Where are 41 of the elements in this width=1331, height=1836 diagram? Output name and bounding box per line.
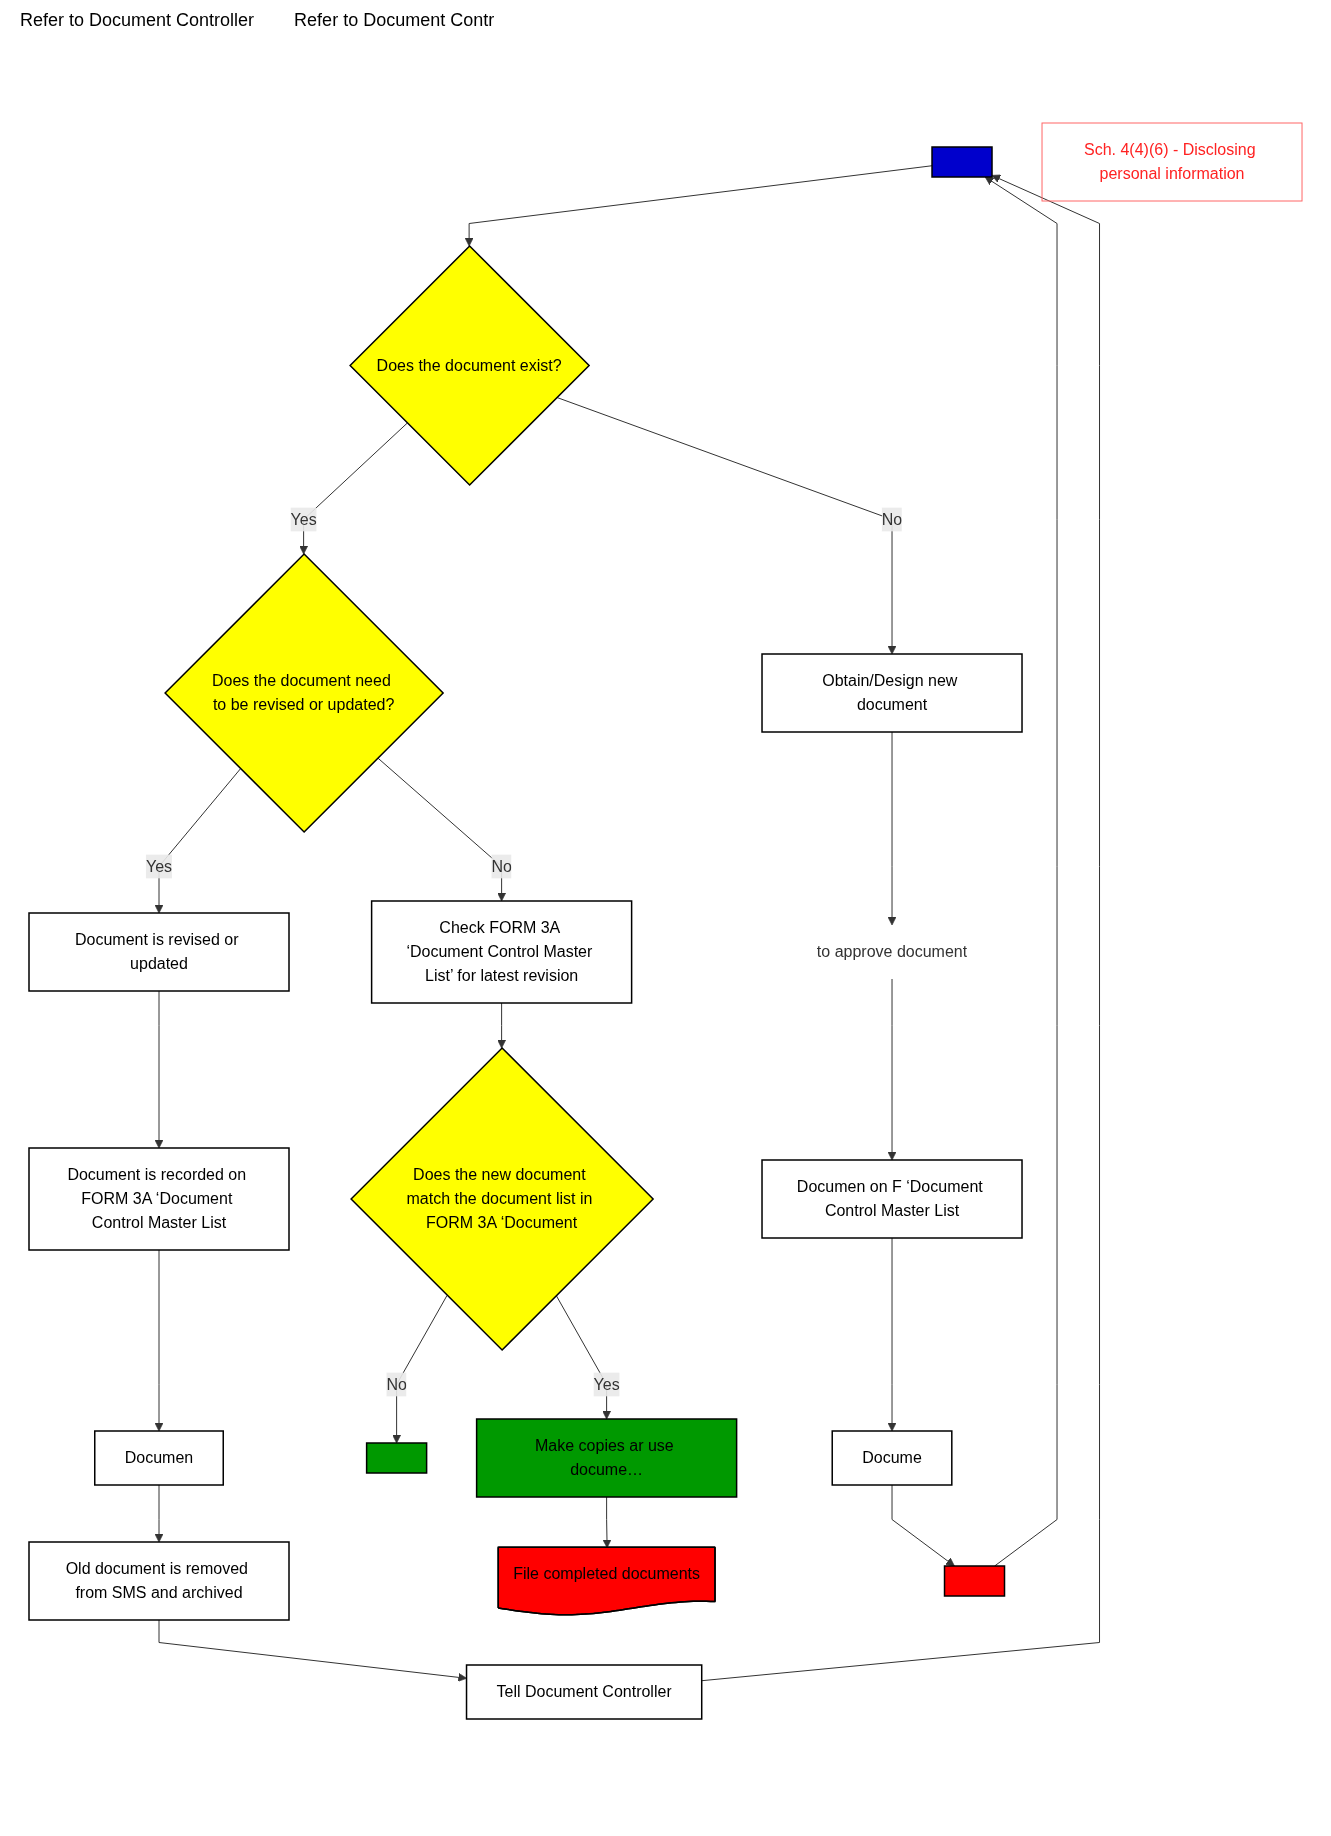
node-box: Document is revised or updated: [28, 912, 290, 992]
node-box: Obtain/Design new document: [761, 653, 1023, 733]
node-box: [365, 1442, 428, 1474]
node-box: [931, 146, 993, 178]
note-text: Refer to Document Controller: [20, 10, 255, 31]
edge-label: Yes: [290, 510, 317, 528]
node-box: Tell Document Controller: [465, 1664, 703, 1720]
arrow: [392, 1294, 448, 1444]
node-box: Document is recorded on FORM 3A ‘Document Control Master List: [28, 1147, 290, 1251]
arrow: [154, 1484, 164, 1543]
arrow: [154, 990, 164, 1149]
arrow: [887, 978, 897, 1161]
edge-label: No: [386, 1375, 407, 1393]
note-text: Refer to Document Contr: [294, 10, 495, 31]
arrow: [887, 731, 897, 926]
arrow: [464, 165, 933, 247]
node-diamond: Does the document exist?: [349, 244, 591, 487]
node-box: Documen: [94, 1430, 224, 1486]
edge-label: No: [491, 857, 512, 875]
node-box: Make copies ar use docume…: [475, 1418, 738, 1498]
node-diamond: Does the document need to be revised or updated?: [164, 552, 445, 834]
arrow: [556, 396, 897, 655]
node-box: Check FORM 3A ‘Document Control Master List’ for latest revision: [370, 900, 633, 1004]
edge-label: Yes: [593, 1375, 620, 1393]
arrow: [154, 1249, 164, 1432]
edge-label: Yes: [145, 857, 173, 875]
arrow: [377, 757, 506, 902]
node-box: Docume: [831, 1430, 953, 1486]
node-text: to approve document: [816, 943, 968, 960]
node-box: [943, 1565, 1006, 1597]
arrow: [984, 176, 1058, 1567]
arrow: [158, 1619, 467, 1682]
node-box: Documen on F ‘Document Control Master List: [761, 1159, 1023, 1239]
arrow: [497, 1002, 506, 1049]
arrow: [887, 1237, 897, 1432]
node-diamond: Does the new document match the document list in FORM 3A ‘Document: [350, 1046, 655, 1352]
arrow: [701, 174, 1100, 1682]
node-box: Sch. 4(4)(6) - Disclosing personal information: [1041, 122, 1303, 202]
arrow: [891, 1484, 955, 1567]
edge-label: No: [881, 510, 903, 528]
node-box: Old document is removed from SMS and archived: [28, 1541, 290, 1621]
